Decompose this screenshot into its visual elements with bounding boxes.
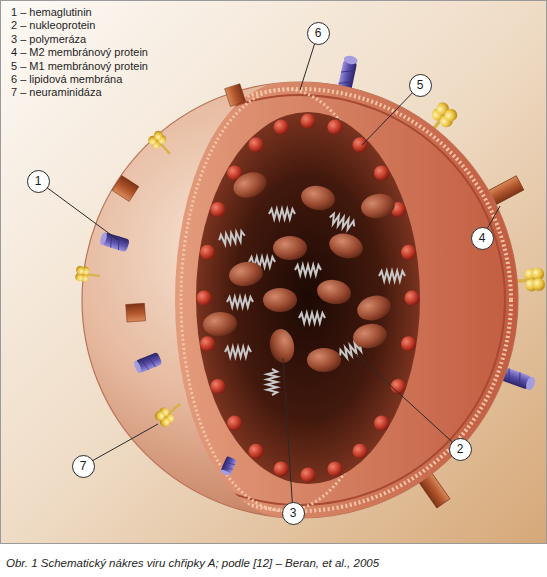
key-entry: 5 – M1 membránový protein <box>11 60 148 73</box>
m2-protein <box>225 84 246 107</box>
m1-protein-layer <box>197 114 420 483</box>
callout-number: 7 <box>72 455 95 478</box>
nucleoprotein <box>230 168 270 202</box>
m1-protein <box>391 379 406 394</box>
m1-protein <box>301 468 316 483</box>
lipid-layer <box>95 95 505 505</box>
rna-spring <box>227 297 253 307</box>
leader-line <box>362 85 420 145</box>
nucleoprotein <box>227 259 265 289</box>
m1-protein <box>327 462 342 477</box>
m1-protein <box>249 137 264 152</box>
m1-protein <box>249 444 264 459</box>
callout-number: 6 <box>307 22 330 45</box>
rna-spring <box>328 213 356 231</box>
m1-protein <box>200 245 215 260</box>
lipid-bilayer <box>89 89 511 511</box>
m1-protein <box>401 336 416 351</box>
nucleoprotein <box>359 191 397 221</box>
hemagglutinin-spike <box>99 231 130 252</box>
m1-protein <box>274 120 289 135</box>
callout-number: 3 <box>282 502 305 525</box>
nucleoprotein <box>299 183 337 213</box>
key-entry: 2 – nukleoprotein <box>11 19 95 32</box>
polymerase <box>267 327 297 365</box>
membrane-cut <box>175 82 518 518</box>
neuraminidase-spike <box>146 129 176 160</box>
m1-protein <box>353 137 368 152</box>
m1-protein <box>327 120 342 135</box>
m1-protein <box>353 444 368 459</box>
callout-text: 7 <box>80 460 87 472</box>
nucleoprotein <box>202 311 238 338</box>
virus-envelope <box>82 82 518 518</box>
virus-interior <box>196 112 420 484</box>
neuraminidase-spike <box>75 265 101 283</box>
callout-text: 2 <box>457 443 464 455</box>
callout-number: 1 <box>27 170 50 193</box>
key-entry: 1 – hemaglutinin <box>11 6 92 19</box>
surface-spikes <box>75 84 246 477</box>
key-entry: 3 – polymeráza <box>11 33 86 46</box>
callout-text: 6 <box>315 27 322 39</box>
leader-line <box>83 424 158 466</box>
rna-spring <box>299 313 325 323</box>
figure-caption: Obr. 1 Schematický nákres viru chřipky A… <box>6 556 379 570</box>
nucleoprotein <box>307 348 341 372</box>
m1-protein <box>401 245 416 260</box>
m1-protein <box>227 416 242 431</box>
callout-text: 4 <box>479 232 486 244</box>
m1-protein <box>210 202 225 217</box>
callout-text: 3 <box>290 507 297 519</box>
lipid-layer <box>89 89 511 511</box>
key-entry: 6 – lipidová membrána <box>11 73 122 86</box>
nucleoprotein <box>273 236 307 260</box>
callout-number: 2 <box>449 438 472 461</box>
nucleoprotein <box>263 288 297 312</box>
m1-protein <box>374 165 389 180</box>
nucleoprotein <box>315 277 353 307</box>
key-entry: 4 – M2 membránový protein <box>11 46 148 59</box>
leader-line <box>38 181 118 240</box>
leader-line <box>356 354 460 449</box>
nucleoproteins <box>202 168 397 372</box>
callout-text: 1 <box>35 175 42 187</box>
callout-number: 4 <box>471 227 494 250</box>
nucleoprotein <box>354 292 393 324</box>
leader-lines <box>38 33 500 513</box>
rna-spring <box>218 231 245 245</box>
m1-protein <box>274 462 289 477</box>
hemagglutinin-spike <box>133 352 163 374</box>
rna-spring <box>269 209 295 219</box>
rna-segments <box>218 209 405 395</box>
m1-protein <box>405 291 420 306</box>
m1-protein <box>200 336 215 351</box>
m2-protein <box>112 176 139 202</box>
m1-protein <box>210 379 225 394</box>
key-entry: 7 – neuraminidáza <box>11 86 102 99</box>
callout-text: 5 <box>417 79 424 91</box>
rna-spring <box>267 369 277 395</box>
m1-protein <box>374 416 389 431</box>
rna-spring <box>379 271 405 281</box>
m1-protein <box>301 114 316 129</box>
rna-spring <box>225 347 251 357</box>
rna-spring <box>295 265 321 275</box>
m2-protein <box>126 303 146 322</box>
m1-protein <box>197 291 212 306</box>
hemagglutinin-spike <box>220 456 237 477</box>
callout-number: 5 <box>409 74 432 97</box>
figure-background <box>1 1 547 544</box>
nucleoprotein <box>351 321 389 351</box>
leader-line <box>283 358 293 513</box>
nucleoprotein <box>326 230 365 262</box>
